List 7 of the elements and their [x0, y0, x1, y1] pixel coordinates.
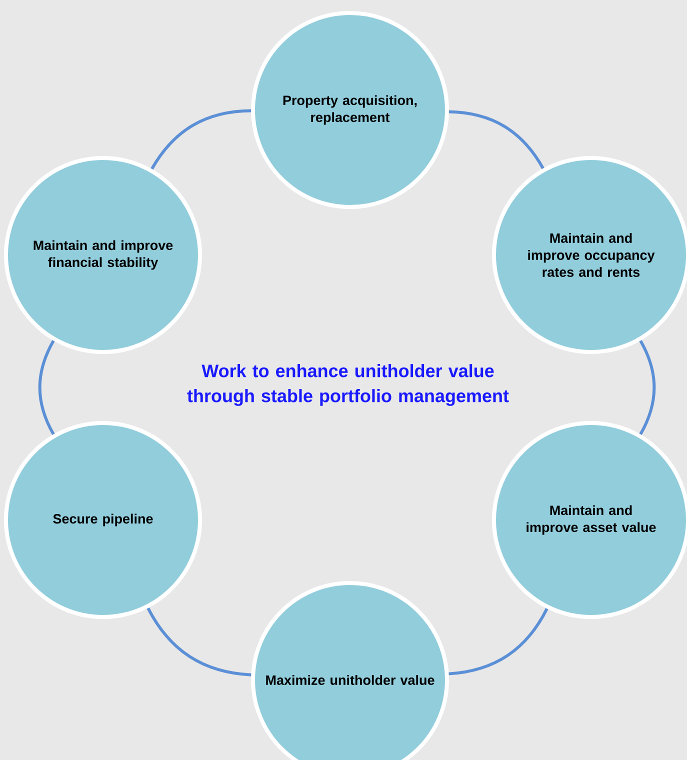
ring-connector [146, 607, 252, 676]
ring-connector [639, 340, 656, 435]
ring-connector [38, 340, 55, 435]
center-text: Work to enhance unitholder value through stable portfolio management [187, 364, 509, 406]
ring-connector [448, 110, 544, 170]
ring-connector [150, 109, 252, 170]
ring-connector [448, 608, 548, 676]
